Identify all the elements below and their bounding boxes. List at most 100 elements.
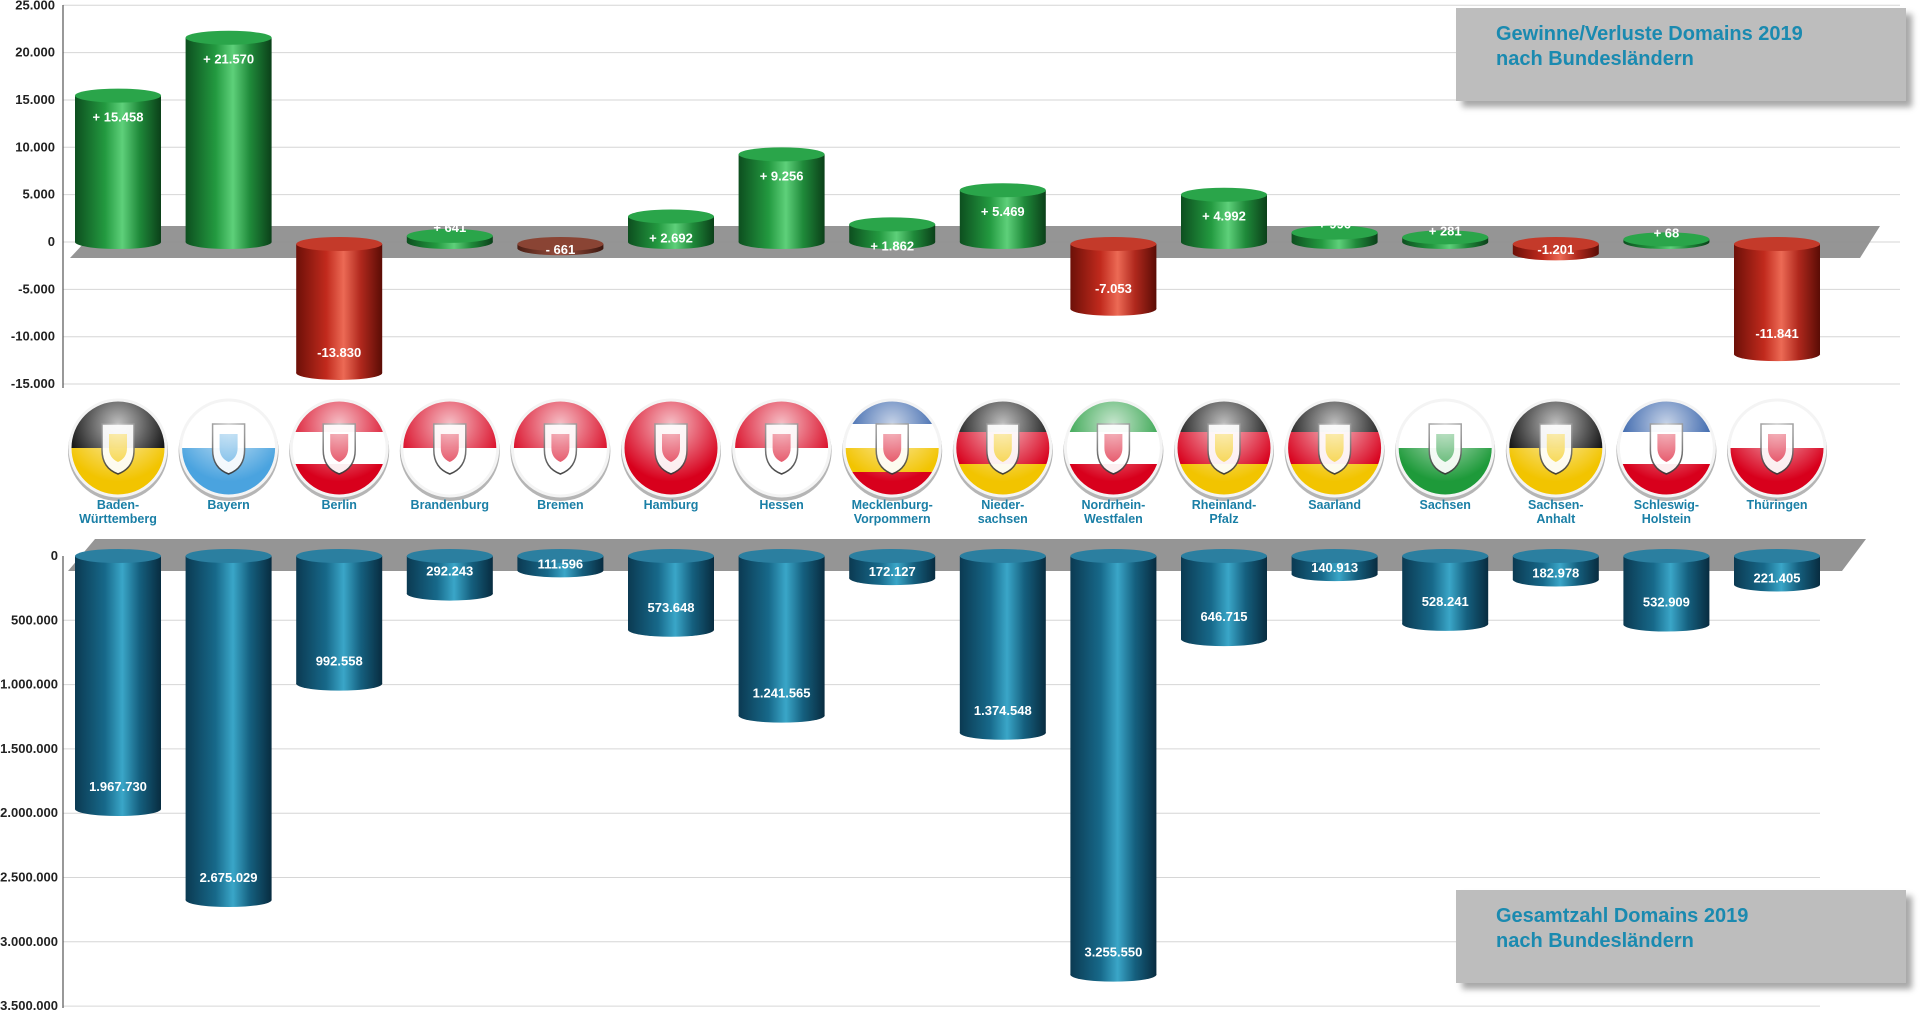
gain-loss-title-box: Gewinne/Verluste Domains 2019 nach Bunde… xyxy=(1456,8,1906,101)
total-value-label-bremen: 111.596 xyxy=(538,556,584,571)
flag-gloss xyxy=(180,400,277,496)
total-bar-schleswig-holstein-cap xyxy=(1623,549,1710,563)
gain-loss-bar-hamburg-cap xyxy=(628,209,714,224)
total-title-line1: Gesamtzahl Domains 2019 xyxy=(1496,905,1749,927)
gain-loss-value-label-nordrhein-westfalen: -7.053 xyxy=(1095,281,1132,296)
flag-schleswig-holstein xyxy=(1616,398,1717,501)
total-bar-saarland xyxy=(1291,549,1378,582)
gain-loss-bar-nordrhein-westfalen xyxy=(1070,237,1157,316)
flag-gloss xyxy=(954,400,1051,496)
total-value-label-rheinland-pfalz: 646.715 xyxy=(1201,609,1248,624)
total-bar-berlin-cap xyxy=(296,549,383,563)
flag-rim xyxy=(1506,398,1606,498)
state-label-sachsen-anhalt: Sachsen- xyxy=(1528,498,1584,512)
total-bar-hamburg xyxy=(628,549,714,637)
flag-rim xyxy=(289,398,389,498)
flag-hamburg xyxy=(621,398,721,501)
state-label-bremen: Bremen xyxy=(537,498,584,512)
total-bar-mecklenburg-vorpommern-cap xyxy=(849,549,936,563)
flag-gloss xyxy=(1507,400,1604,496)
flag-rim xyxy=(510,398,610,498)
state-label-sachsen: Sachsen xyxy=(1419,498,1470,512)
flag-rim xyxy=(68,398,168,498)
total-bar-berlin xyxy=(296,549,383,691)
gain-loss-y-axis: 25.00020.00015.00010.0005.0000-5.000-10.… xyxy=(11,0,64,391)
gain-loss-tick-label: 15.000 xyxy=(15,92,55,107)
total-bar-brandenburg-base xyxy=(406,586,493,601)
gain-loss-bar-rheinland-pfalz xyxy=(1181,187,1267,249)
flag-rim xyxy=(400,398,500,498)
gain-loss-bar-mecklenburg-vorpommern-cap xyxy=(849,217,936,232)
gain-loss-bar-bayern-base xyxy=(185,235,272,249)
gain-loss-bar-brandenburg xyxy=(406,228,493,249)
total-bar-bremen-cap xyxy=(517,549,604,563)
total-bar-rheinland-pfalz xyxy=(1181,549,1267,647)
total-bar-bremen-base xyxy=(517,563,604,578)
gain-loss-bar-niedersachsen xyxy=(959,183,1046,249)
total-value-label-hamburg: 573.648 xyxy=(648,600,695,615)
total-bar-niedersachsen-base xyxy=(959,725,1046,740)
state-label-mecklenburg-vorpommern: Vorpommern xyxy=(854,512,931,526)
gain-loss-bar-brandenburg-cap xyxy=(406,228,493,243)
state-label-mecklenburg-vorpommern: Mecklenburg- xyxy=(852,498,933,512)
gain-loss-value-label-hessen: + 9.256 xyxy=(760,168,804,183)
total-value-label-nordrhein-westfalen: 3.255.550 xyxy=(1084,945,1142,960)
gain-loss-bar-mecklenburg-vorpommern-base xyxy=(849,235,936,249)
gain-loss-bar-hessen-base xyxy=(738,235,825,249)
total-bar-sachsen-anhalt xyxy=(1512,549,1599,587)
flag-baden-wurttemberg xyxy=(68,398,168,501)
gain-loss-bar-hamburg-base xyxy=(628,235,714,249)
flag-gloss xyxy=(1176,400,1272,496)
gain-loss-bar-saarland xyxy=(1291,225,1378,249)
total-y-axis: 0500.0001.000.0001.500.0002.000.0002.500… xyxy=(0,548,64,1013)
flag-saarland xyxy=(1284,398,1385,501)
gain-loss-bar-thuringen-body xyxy=(1734,244,1820,355)
total-bar-brandenburg xyxy=(406,549,493,601)
total-bar-rheinland-pfalz-cap xyxy=(1181,549,1267,563)
gain-loss-bar-bremen xyxy=(517,237,604,256)
gain-loss-bar-hessen xyxy=(738,147,825,249)
state-label-rheinland-pfalz: Rheinland- xyxy=(1192,498,1257,512)
flag-bremen xyxy=(510,398,611,501)
total-value-label-hessen: 1.241.565 xyxy=(753,686,811,701)
total-bar-sachsen-base xyxy=(1402,616,1489,631)
flag-gloss xyxy=(733,400,830,496)
flag-gloss xyxy=(70,400,166,496)
gain-loss-bar-bremen-cap xyxy=(517,237,604,251)
gain-loss-tick-label: 0 xyxy=(48,234,55,249)
gain-loss-bar-sachsen-anhalt xyxy=(1512,237,1599,261)
total-bar-bayern xyxy=(185,549,272,908)
total-bar-sachsen-anhalt-base xyxy=(1512,572,1599,587)
flag-rim xyxy=(732,398,832,498)
total-bar-hamburg-base xyxy=(628,622,714,637)
total-bar-thuringen-base xyxy=(1734,577,1820,592)
state-label-nordrhein-westfalen: Westfalen xyxy=(1084,512,1143,526)
flag-nordrhein-westfalen xyxy=(1063,398,1164,501)
total-tick-label: 1.000.000 xyxy=(0,677,58,692)
total-bar-nordrhein-westfalen-cap xyxy=(1070,549,1157,563)
total-bar-baden-wurttemberg xyxy=(75,549,161,817)
state-label-schleswig-holstein: Holstein xyxy=(1642,512,1691,526)
total-bar-niedersachsen xyxy=(959,549,1046,740)
gain-loss-tick-label: 20.000 xyxy=(15,45,55,60)
total-bar-sachsen-cap xyxy=(1402,549,1489,563)
gain-loss-value-label-niedersachsen: + 5.469 xyxy=(981,204,1025,219)
total-value-label-mecklenburg-vorpommern: 172.127 xyxy=(869,564,916,579)
flag-rim xyxy=(621,398,721,498)
total-bar-berlin-base xyxy=(296,676,383,691)
gain-loss-bar-nordrhein-westfalen-base xyxy=(1070,301,1157,316)
gain-loss-value-label-baden-wurttemberg: + 15.458 xyxy=(93,110,144,125)
flag-gloss xyxy=(1286,400,1383,496)
state-label-hamburg: Hamburg xyxy=(644,498,699,512)
gain-loss-bar-hessen-body xyxy=(738,154,825,242)
state-label-baden-wurttemberg: Württemberg xyxy=(79,512,157,526)
gain-loss-tick-label: 5.000 xyxy=(22,187,55,202)
gain-loss-bar-hamburg xyxy=(628,209,714,249)
total-bar-niedersachsen-cap xyxy=(959,549,1046,563)
gain-loss-bar-saarland-cap xyxy=(1291,225,1378,240)
gain-loss-bar-niedersachsen-base xyxy=(959,235,1046,249)
gain-loss-bar-niedersachsen-body xyxy=(959,190,1046,242)
